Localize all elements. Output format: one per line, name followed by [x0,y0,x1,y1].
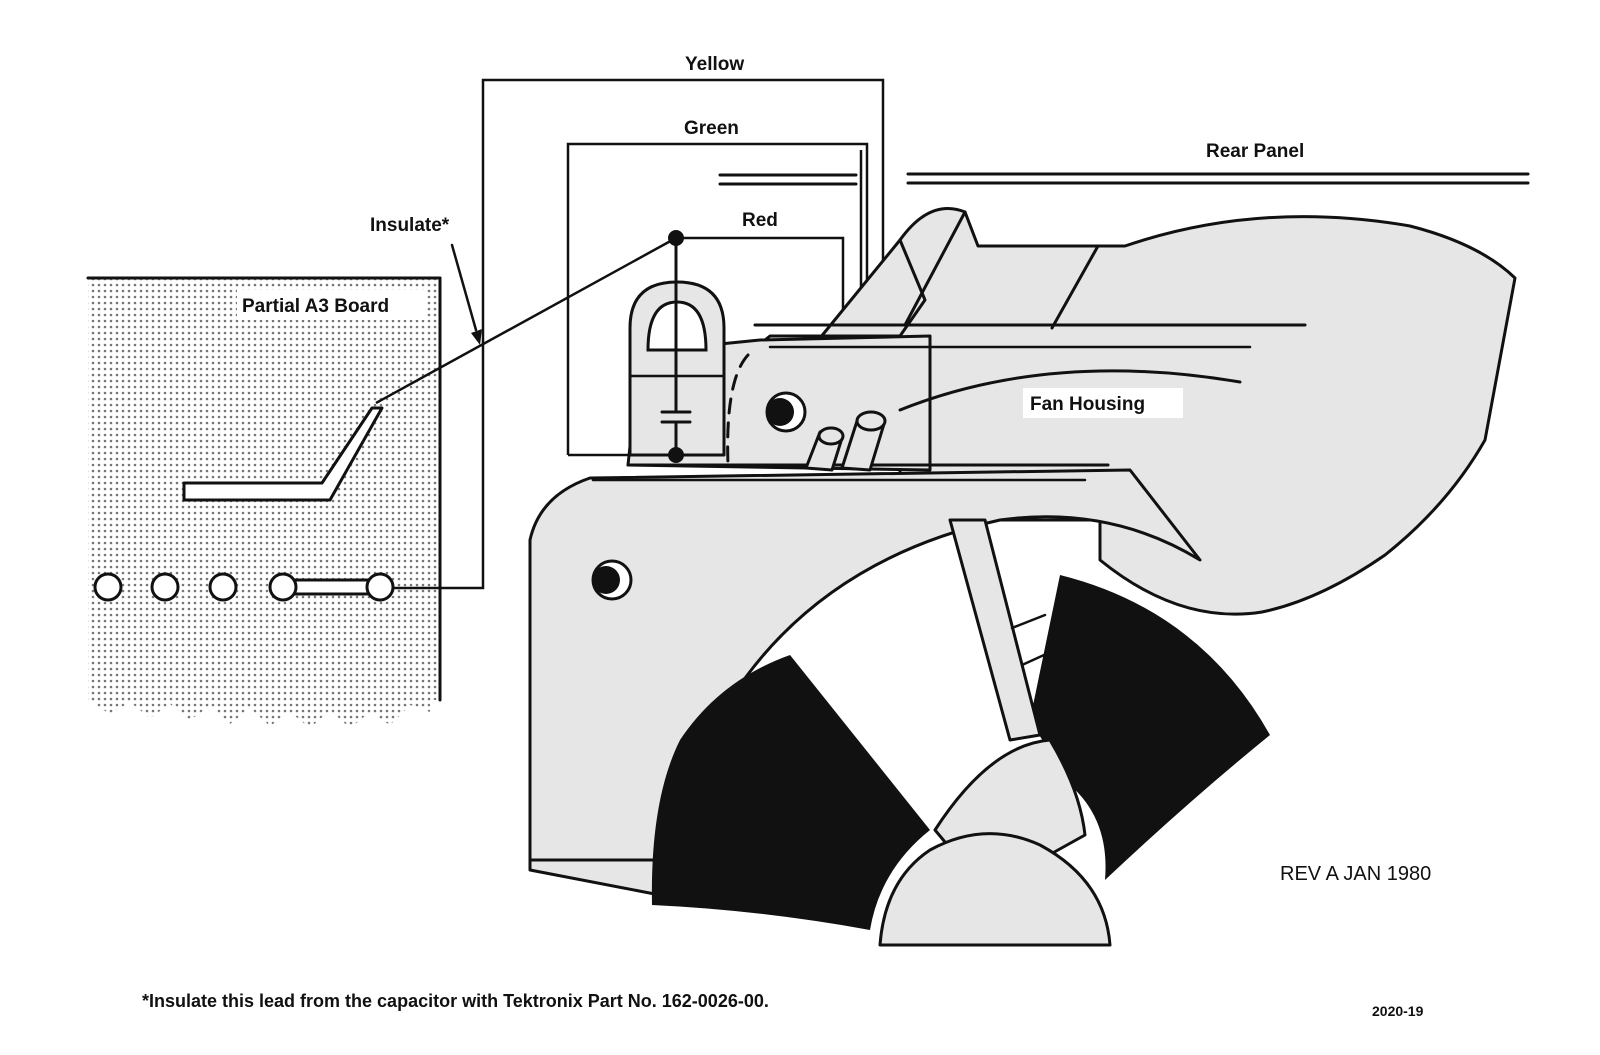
footnote: *Insulate this lead from the capacitor w… [142,991,769,1011]
fan-blades [651,518,1270,947]
insulated-lead [375,236,677,405]
red-wire-label: Red [742,210,778,231]
partial-a3-board-label: Partial A3 Board [242,296,389,317]
a3-board: Partial A3 Board [86,276,442,728]
green-wire-label: Green [684,118,739,139]
insulate-label: Insulate* [370,215,450,236]
wiring [375,78,885,590]
insulate-arrow [450,243,482,345]
rear-panel-label: Rear Panel [1206,141,1304,162]
fan-housing-label: Fan Housing [1030,394,1145,415]
capacitor [628,230,726,463]
revision-note: REV A JAN 1980 [1280,863,1431,885]
fan-wire-bundle [804,410,887,472]
figure-number: 2020-19 [1372,1003,1424,1019]
yellow-wire [393,78,885,590]
board-pads [93,572,395,602]
board-trace [182,406,384,502]
yellow-wire-label: Yellow [685,54,744,75]
green-wire [566,142,869,455]
rear-panel: Rear Panel [718,141,1530,186]
